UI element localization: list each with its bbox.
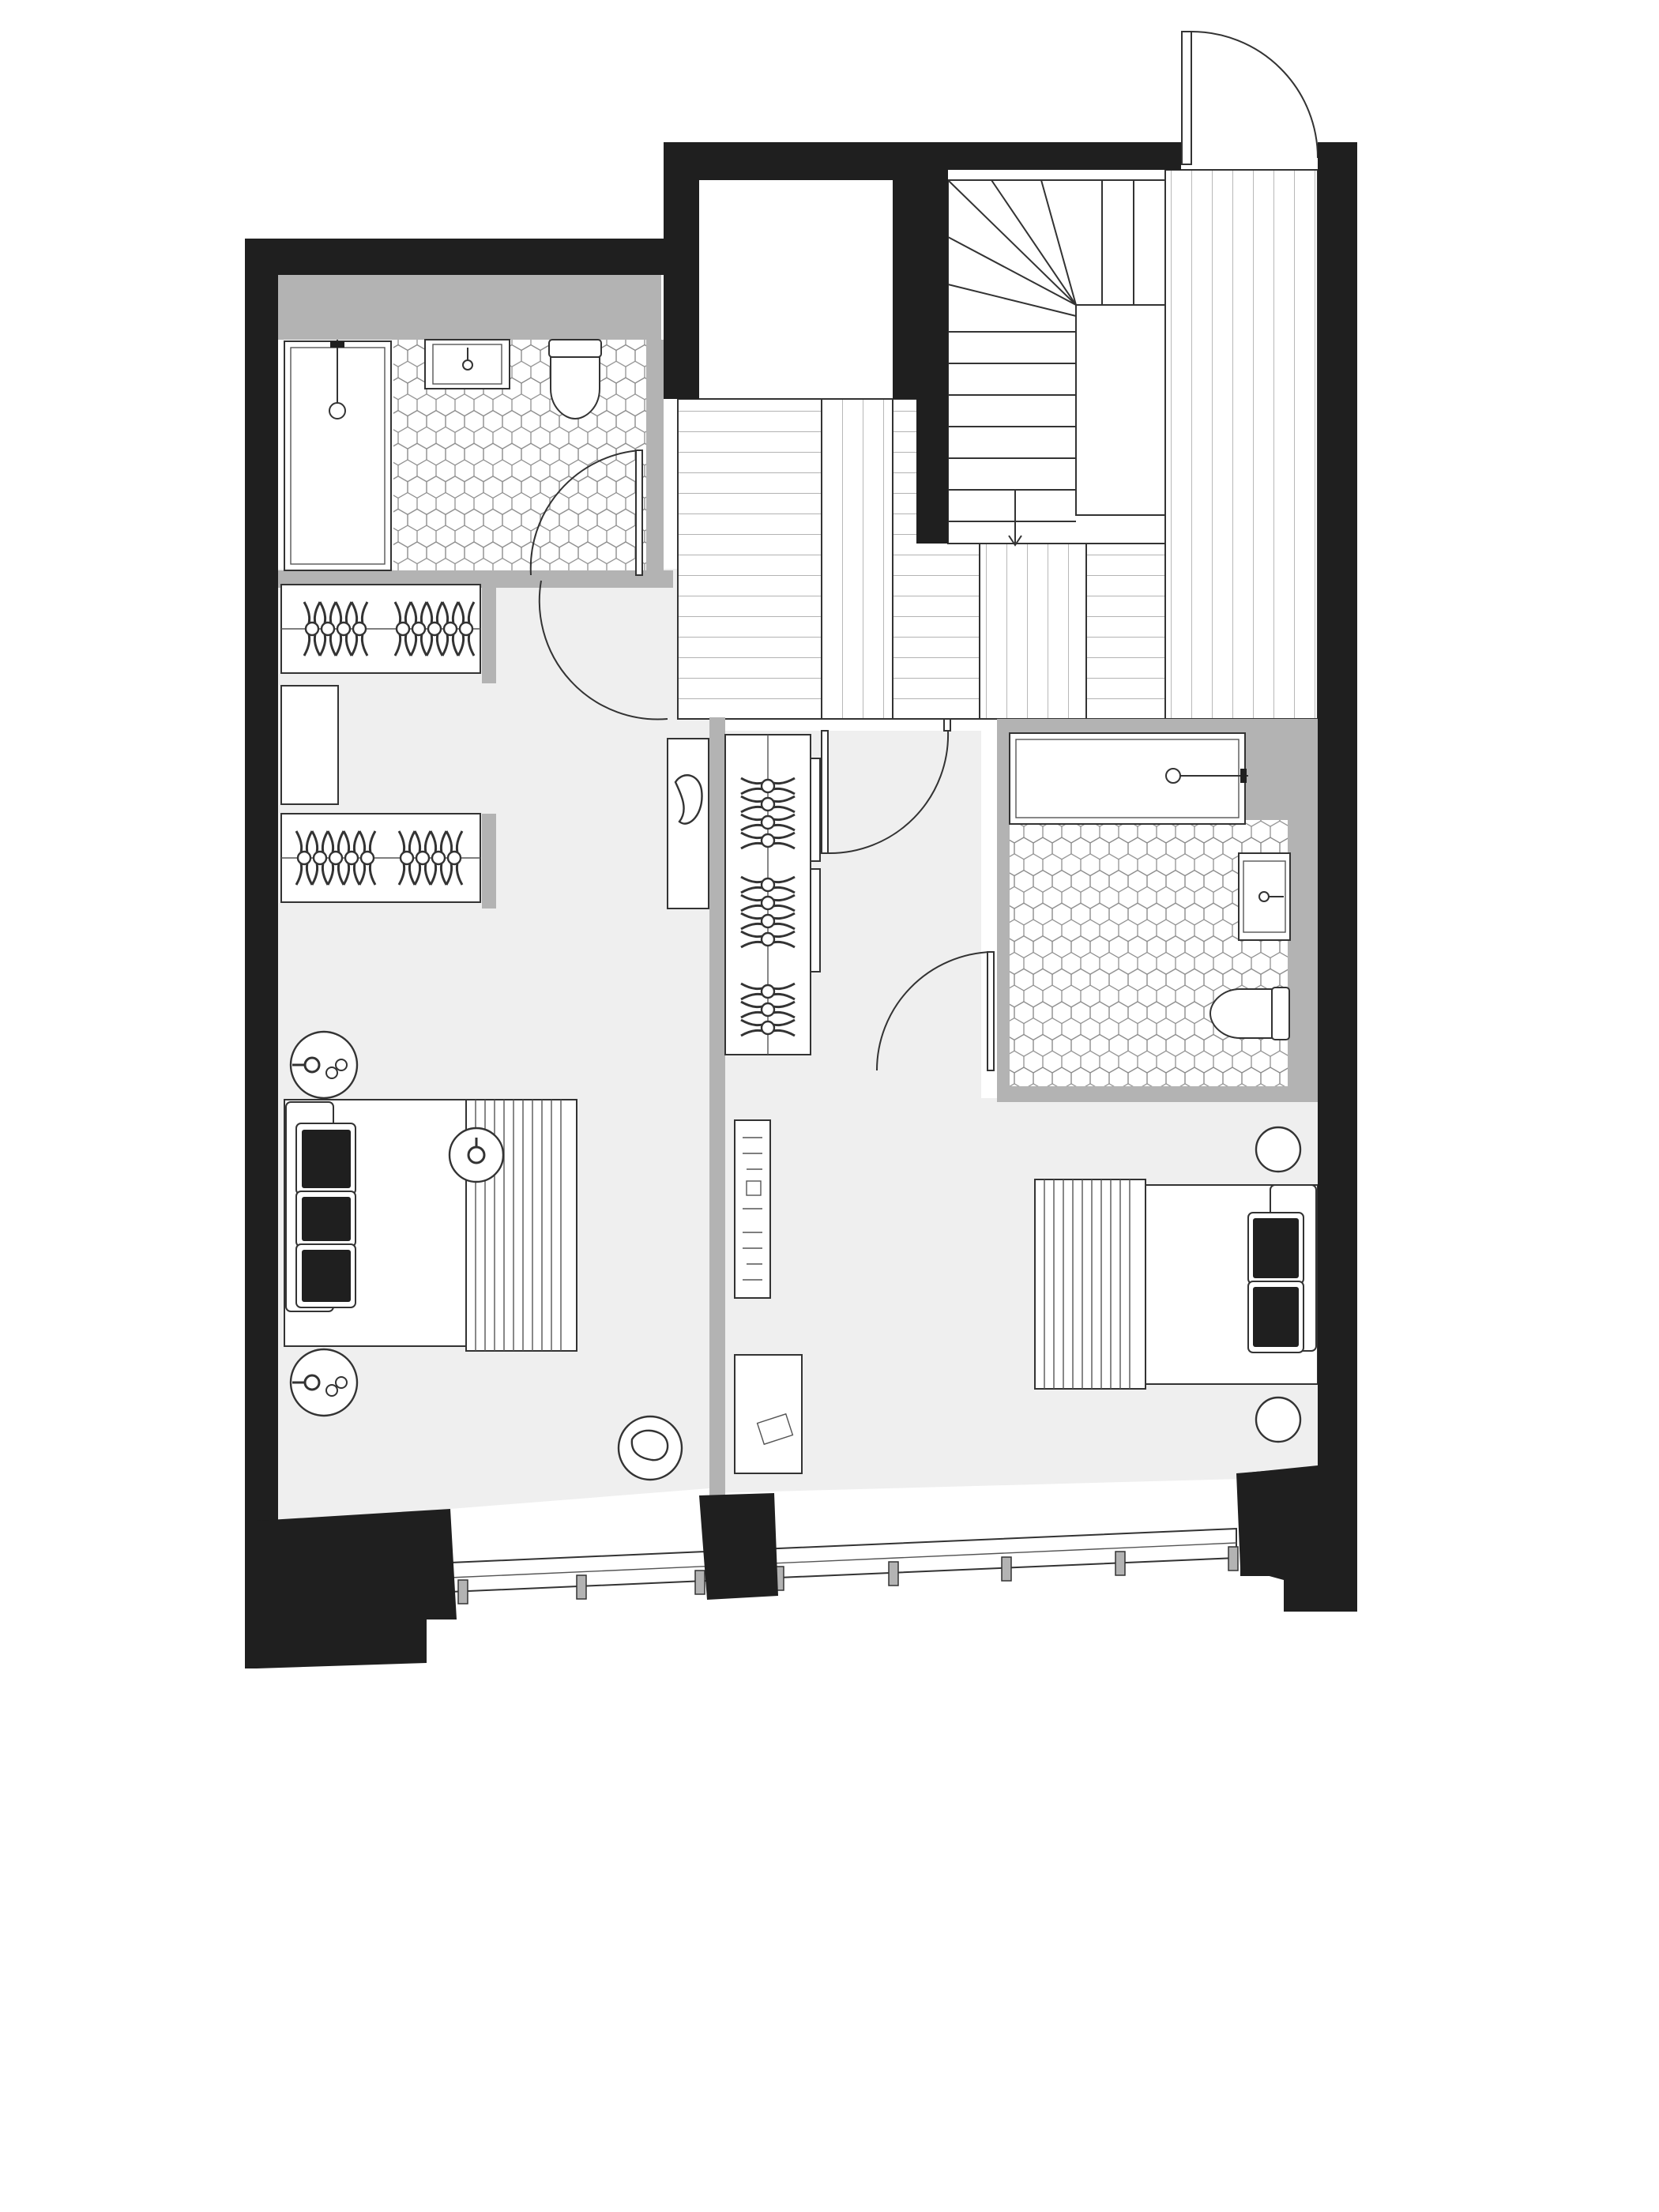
wardrobe-center (667, 717, 821, 1507)
entrance-door (1181, 31, 1319, 165)
bed-right (1034, 1179, 1319, 1390)
nightstands (289, 1030, 1302, 1481)
exterior-walls (245, 142, 1357, 1668)
hallway-floorboards (677, 169, 1319, 720)
bathroom-left (278, 275, 673, 588)
bathroom-right (876, 719, 1318, 1102)
bed-left (284, 1099, 577, 1352)
wardrobe-left (280, 581, 496, 908)
staircase (947, 179, 1166, 547)
window-wall (450, 1527, 1239, 1604)
hallway-doors (538, 580, 951, 855)
desk (734, 1119, 803, 1474)
